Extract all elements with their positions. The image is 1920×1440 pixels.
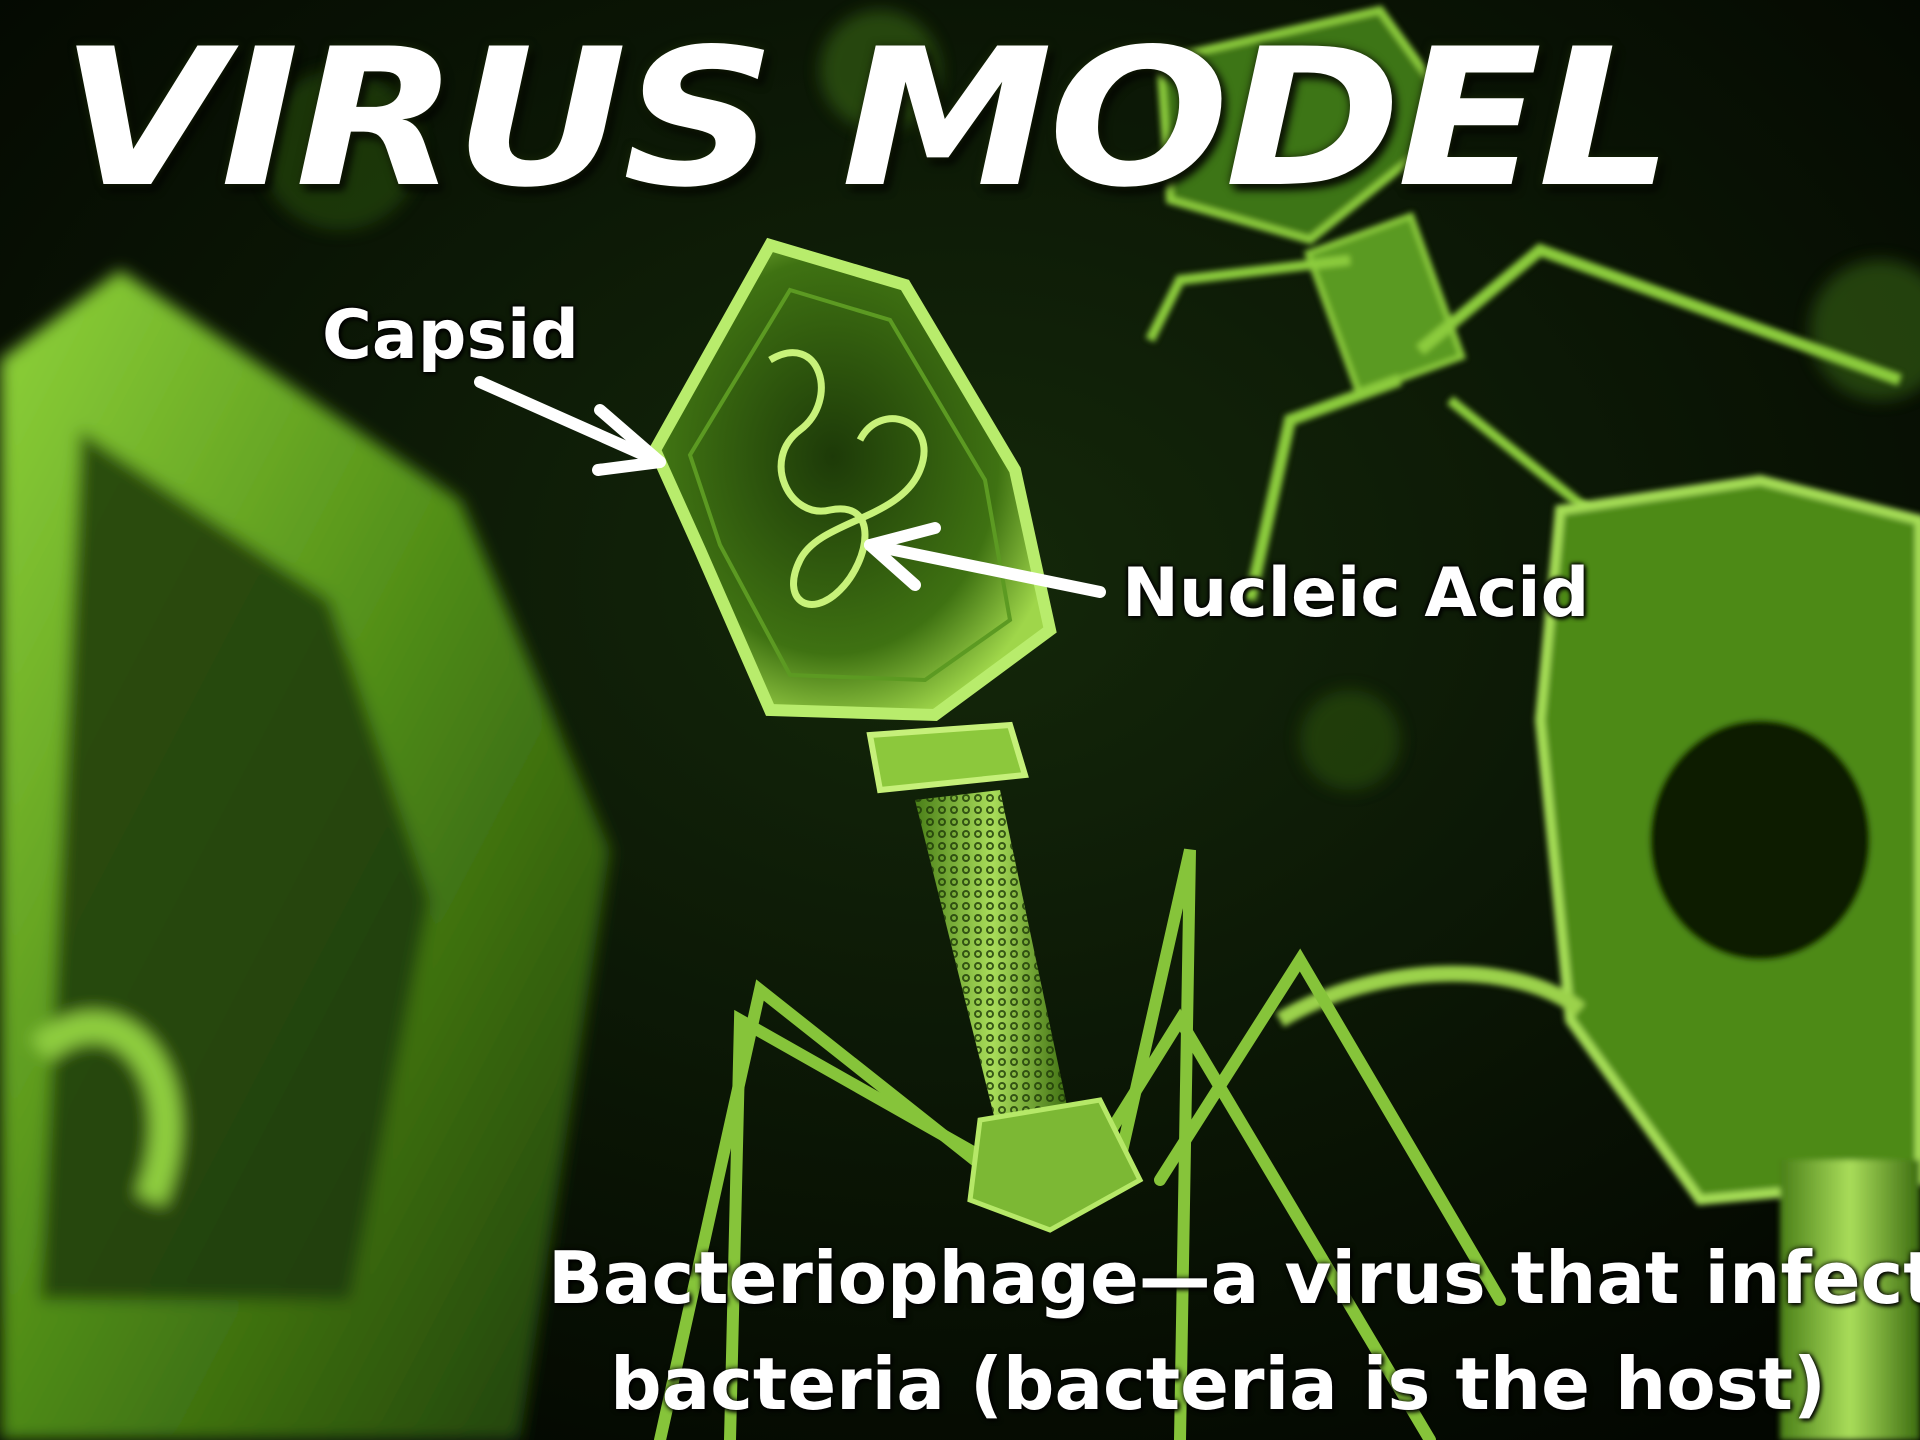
caption: Bacteriophage—a virus that infects bacte… [548,1225,1888,1437]
caption-line-1: Bacteriophage—a virus that infects [548,1225,1888,1331]
capsid-label: Capsid [322,296,579,375]
nucleic-acid-label: Nucleic Acid [1122,554,1589,633]
page-title: VIRUS MODEL [60,4,1920,234]
caption-line-2: bacteria (bacteria is the host) [548,1331,1888,1437]
